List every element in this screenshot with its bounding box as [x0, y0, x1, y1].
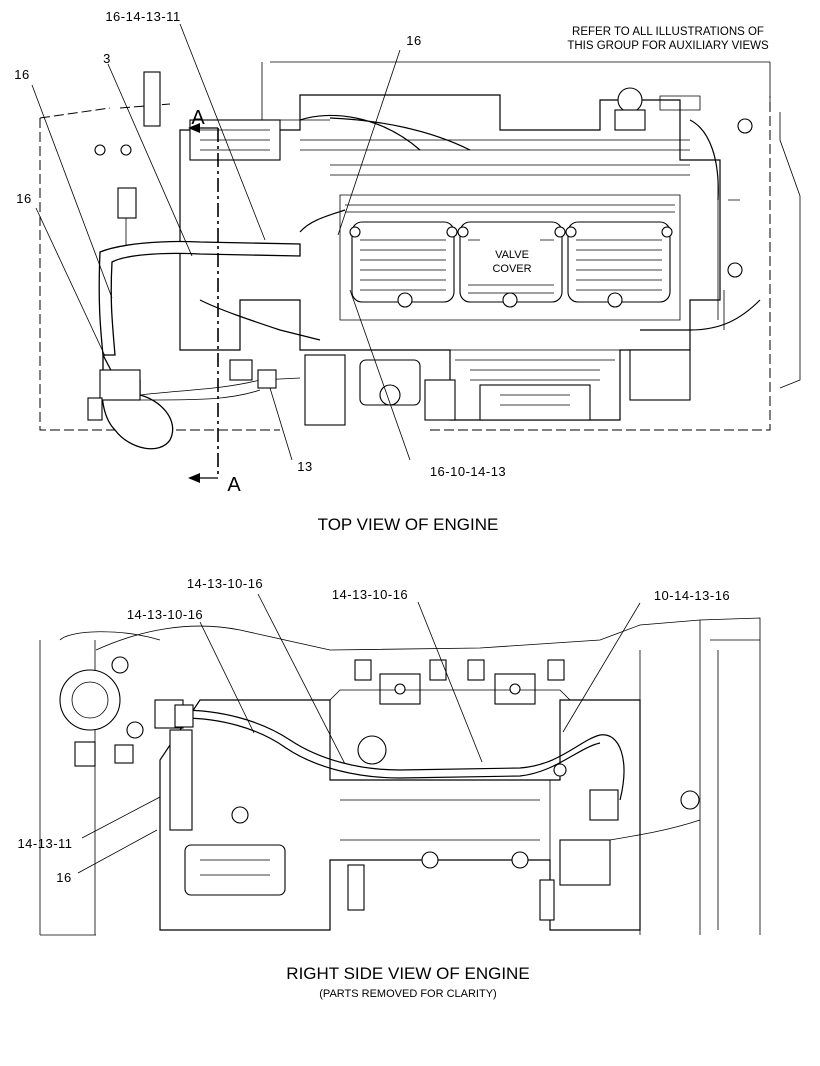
top-view-frame — [39, 96, 771, 431]
side-view-illustration — [39, 593, 761, 936]
side-view-subtitle: (PARTS REMOVED FOR CLARITY) — [319, 988, 496, 1000]
top-view-callouts: 16-14-13-11 16 3 16 16 13 16-10-14-13 — [14, 9, 506, 479]
callout-16-10-14-13: 16-10-14-13 — [430, 464, 506, 479]
side-view-leaders — [77, 593, 641, 874]
wiring-harness — [179, 709, 625, 801]
note-line-1: REFER TO ALL ILLUSTRATIONS OF — [572, 26, 764, 38]
callout-16-upper: 16 — [406, 33, 421, 48]
auxiliary-views-note: REFER TO ALL ILLUSTRATIONS OF THIS GROUP… — [567, 26, 769, 52]
callout-14-13-11: 14-13-11 — [17, 836, 72, 851]
callout-14-13-10-16-b: 14-13-10-16 — [332, 587, 408, 602]
callout-3: 3 — [103, 51, 111, 66]
callout-10-14-13-16: 10-14-13-16 — [654, 588, 730, 603]
valve-cover-label-line-1: VALVE — [495, 249, 529, 261]
callout-14-13-10-16-a: 14-13-10-16 — [187, 576, 263, 591]
injectors — [329, 659, 571, 705]
top-view-leaders — [31, 23, 411, 461]
hose-assembly — [98, 240, 301, 356]
callout-16-left-top: 16 — [14, 67, 29, 82]
side-view-title: RIGHT SIDE VIEW OF ENGINE — [286, 964, 529, 983]
callout-14-13-10-16-c: 14-13-10-16 — [127, 607, 203, 622]
engine-side-block — [159, 699, 641, 931]
valve-cover-label-line-2: COVER — [492, 263, 531, 275]
callout-16: 16 — [56, 870, 71, 885]
note-line-2: THIS GROUP FOR AUXILIARY VIEWS — [567, 40, 769, 52]
top-view-title: TOP VIEW OF ENGINE — [318, 515, 499, 534]
valve-covers: VALVE COVER — [349, 221, 673, 308]
side-view-callouts: 14-13-10-16 14-13-10-16 14-13-10-16 10-1… — [17, 576, 730, 885]
callout-16-left-mid: 16 — [16, 191, 31, 206]
section-marker-bottom: A — [227, 474, 241, 496]
section-marker-top: A — [191, 107, 205, 129]
engine-block — [179, 94, 721, 421]
callout-16-14-13-11: 16-14-13-11 — [105, 9, 180, 24]
callout-13: 13 — [297, 459, 312, 474]
top-view-illustration: VALVE COVER — [31, 23, 801, 496]
